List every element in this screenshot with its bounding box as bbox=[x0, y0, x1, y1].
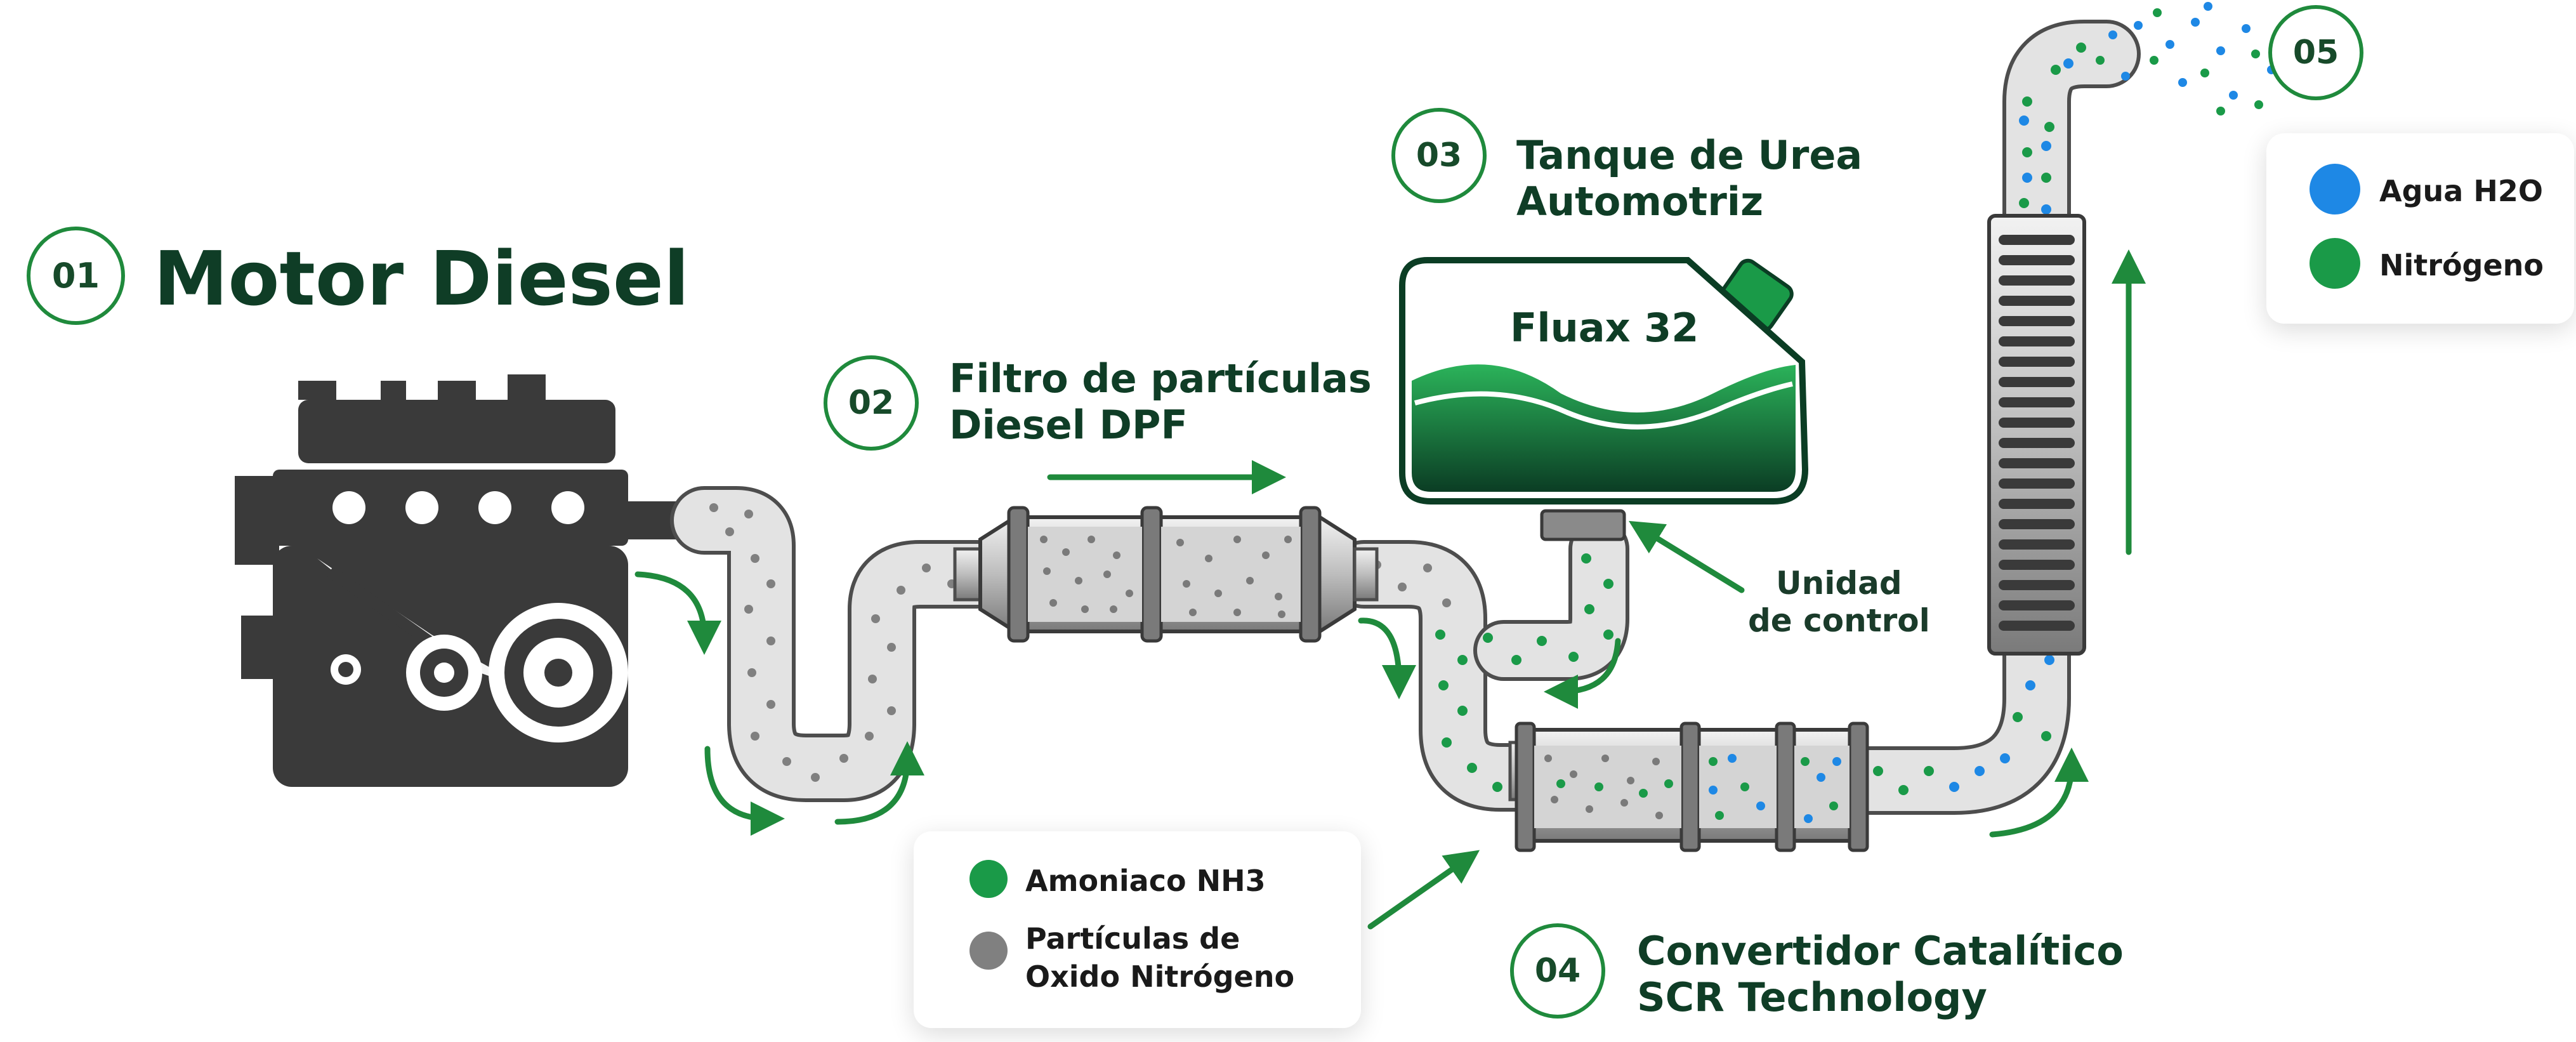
arrow-urea-in bbox=[1544, 638, 1621, 709]
nox-dot-icon bbox=[969, 932, 1008, 970]
legend-item-nox: Partículas de Oxido Nitrógeno bbox=[969, 920, 1294, 996]
step-04-title: Convertidor Catalítico SCR Technology bbox=[1637, 928, 2124, 1020]
control-unit-line1: Unidad bbox=[1776, 565, 1902, 602]
step-02-number: 02 bbox=[848, 384, 895, 422]
legend-input: Amoniaco NH3 Partículas de Oxido Nitróge… bbox=[914, 831, 1361, 1028]
arrow-legend-to-scr bbox=[1367, 850, 1480, 930]
legend-output: Agua H2O Nitrógeno bbox=[2266, 133, 2574, 324]
step-01-number: 01 bbox=[51, 256, 100, 296]
step-02-title: Filtro de partículas Diesel DPF bbox=[949, 355, 1372, 448]
step-03-number: 03 bbox=[1416, 136, 1462, 175]
arrow-pipe-up bbox=[834, 741, 924, 825]
tank-brand-label: Fluax 32 bbox=[1510, 305, 1699, 351]
legend-nitrogen-label: Nitrógeno bbox=[2379, 248, 2544, 282]
step-03-title-line2: Automotriz bbox=[1516, 178, 1764, 225]
ammonia-dot-icon bbox=[969, 860, 1008, 898]
arrow-dpf-out bbox=[1358, 617, 1416, 699]
step-02-title-line1: Filtro de partículas bbox=[949, 355, 1372, 402]
control-unit-label: Unidad de control bbox=[1748, 565, 1930, 640]
step-03-title: Tanque de Urea Automotriz bbox=[1516, 132, 1862, 225]
step-02-badge: 02 bbox=[824, 355, 919, 451]
legend-ammonia-label: Amoniaco NH3 bbox=[1025, 864, 1266, 898]
legend-item-nitrogen: Nitrógeno bbox=[2310, 238, 2544, 289]
dpf-filter-icon bbox=[953, 506, 1379, 643]
arrow-pipe-bottom bbox=[704, 746, 785, 836]
legend-item-ammonia: Amoniaco NH3 bbox=[969, 860, 1266, 900]
diesel-engine-icon bbox=[235, 374, 692, 787]
arrow-scr-out bbox=[1989, 748, 2089, 838]
pipe-water bbox=[1949, 58, 2073, 792]
exhaust-stack-icon bbox=[1987, 214, 2086, 656]
step-03-badge: 03 bbox=[1391, 108, 1487, 203]
exhaust-pipe bbox=[670, 20, 2141, 815]
legend-item-water: Agua H2O bbox=[2310, 164, 2543, 214]
step-01-badge: 01 bbox=[27, 227, 125, 325]
nitrogen-dot-icon bbox=[2310, 238, 2360, 289]
control-unit-line2: de control bbox=[1748, 602, 1930, 639]
legend-nox-line1: Partículas de bbox=[1025, 921, 1240, 956]
step-02-title-line2: Diesel DPF bbox=[949, 402, 1188, 449]
flow-arrows bbox=[634, 249, 2146, 930]
arrow-control-unit bbox=[1628, 520, 1745, 593]
step-04-title-line2: SCR Technology bbox=[1637, 974, 1987, 1021]
legend-nox-label: Partículas de Oxido Nitrógeno bbox=[1025, 920, 1294, 996]
scr-converter-icon bbox=[1508, 722, 1869, 852]
legend-water-label: Agua H2O bbox=[2379, 174, 2543, 208]
urea-tank-icon bbox=[1399, 257, 1809, 541]
step-04-badge: 04 bbox=[1510, 923, 1605, 1019]
legend-nox-line2: Oxido Nitrógeno bbox=[1025, 959, 1295, 994]
step-05-badge: 05 bbox=[2268, 5, 2363, 100]
water-dot-icon bbox=[2310, 164, 2360, 214]
step-04-title-line1: Convertidor Catalítico bbox=[1637, 928, 2124, 974]
step-03-title-line1: Tanque de Urea bbox=[1516, 132, 1863, 178]
step-05-number: 05 bbox=[2292, 34, 2339, 72]
pipe-ammonia bbox=[1435, 43, 2086, 795]
step-01-title: Motor Diesel bbox=[154, 235, 690, 322]
step-04-number: 04 bbox=[1534, 952, 1581, 990]
arrow-engine-out bbox=[634, 571, 721, 655]
